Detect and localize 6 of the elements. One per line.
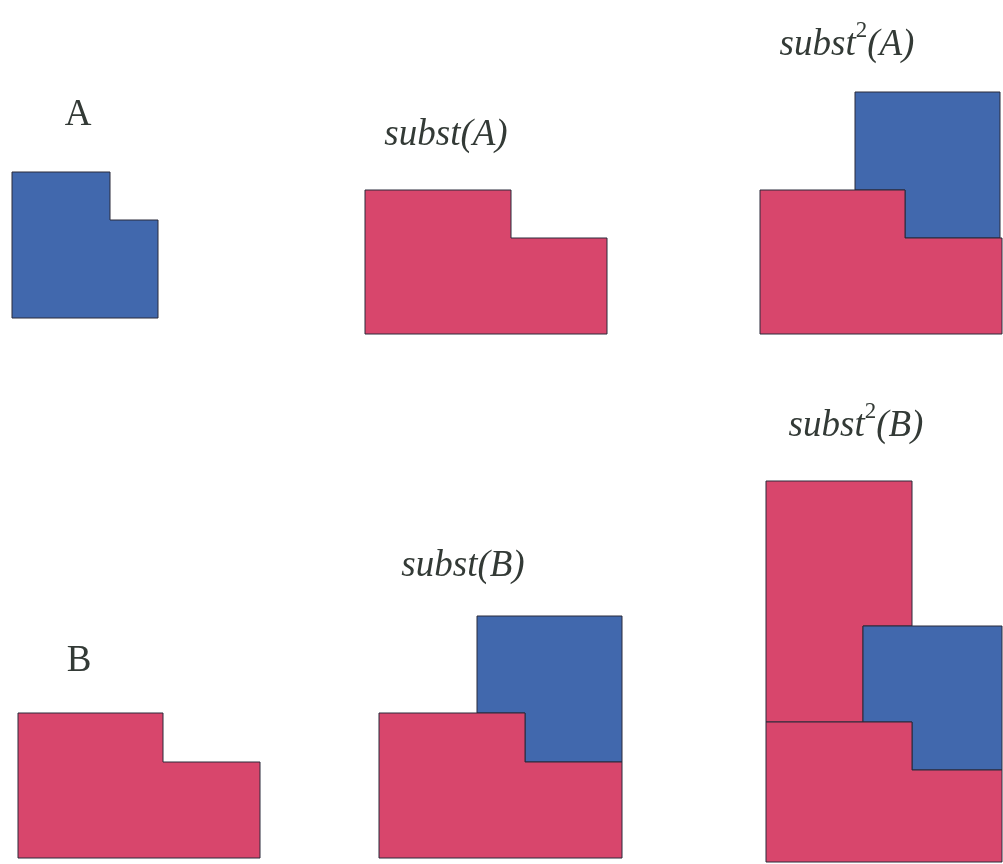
figure-label: B xyxy=(66,640,92,677)
figure-label: subst$^{2}$(A) xyxy=(779,24,915,61)
figure-label: subst(B) xyxy=(401,545,525,582)
figure-label: subst(A) xyxy=(384,114,508,151)
figure-label: A xyxy=(64,94,92,131)
figure-label: subst$^{2}$(B) xyxy=(788,405,924,442)
